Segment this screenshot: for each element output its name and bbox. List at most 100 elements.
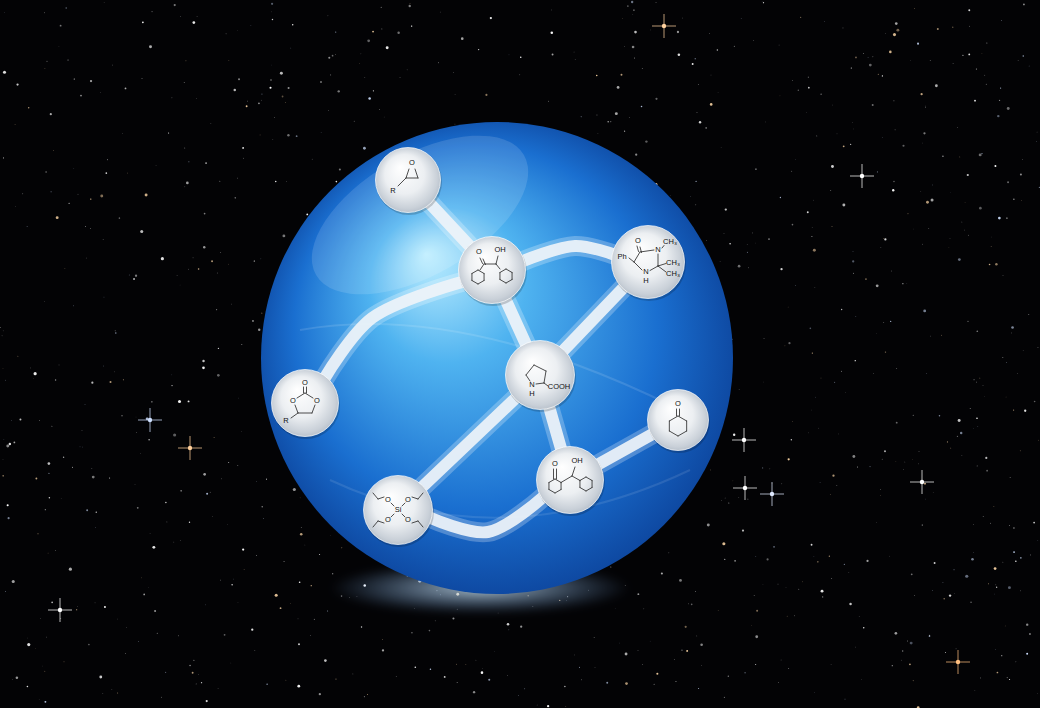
star (202, 366, 205, 369)
star (137, 507, 139, 509)
star (624, 45, 626, 47)
star (1024, 410, 1026, 412)
star (48, 473, 49, 474)
star (27, 643, 30, 646)
star (632, 46, 635, 49)
bond-line (580, 488, 586, 492)
bond-line (391, 514, 394, 517)
star (968, 234, 970, 236)
ball-body (364, 476, 433, 545)
star (873, 373, 875, 375)
star-spike (652, 14, 676, 38)
star (171, 374, 173, 376)
star (552, 54, 554, 56)
star (202, 360, 204, 362)
star (311, 585, 312, 586)
star (813, 556, 815, 558)
star (925, 498, 927, 500)
star (1000, 87, 1001, 88)
star (111, 688, 113, 690)
star (830, 664, 832, 666)
star (924, 483, 926, 485)
bond-line (291, 413, 298, 418)
star (51, 425, 53, 427)
star (2, 475, 3, 476)
star (787, 306, 789, 308)
star (243, 157, 245, 159)
star (520, 626, 522, 628)
star (1022, 159, 1024, 161)
bond-line (572, 467, 575, 476)
star (406, 69, 408, 71)
star (290, 47, 292, 49)
bond-line (579, 481, 580, 488)
star (381, 639, 383, 641)
star (777, 583, 779, 585)
star (724, 559, 725, 560)
star (778, 44, 780, 46)
star (890, 270, 892, 272)
ball-outline (458, 236, 526, 304)
star (414, 666, 416, 668)
bond-line (634, 262, 642, 270)
molecule-ball: OR (375, 147, 441, 213)
star (180, 490, 181, 491)
star (100, 195, 103, 198)
star (85, 257, 87, 259)
star (907, 213, 909, 215)
star (103, 365, 105, 367)
star (4, 11, 6, 13)
star (482, 668, 484, 670)
star (143, 594, 145, 596)
star (653, 683, 655, 685)
star (820, 377, 822, 379)
star (409, 5, 411, 7)
star (959, 156, 961, 158)
star (967, 321, 968, 322)
star (564, 686, 565, 687)
bond-line (676, 409, 677, 416)
star (259, 134, 261, 136)
star (260, 99, 262, 101)
bond-line (549, 479, 555, 483)
star (791, 439, 792, 440)
star (700, 643, 703, 646)
star (490, 17, 492, 19)
tube-group (429, 203, 470, 247)
star (881, 137, 883, 139)
star (139, 453, 141, 455)
star (1030, 554, 1032, 556)
star (619, 642, 621, 644)
star (127, 172, 129, 174)
star (409, 2, 411, 4)
star (382, 649, 384, 651)
star (332, 573, 333, 574)
star (140, 230, 143, 233)
star (681, 649, 682, 650)
star (977, 426, 979, 428)
star (710, 103, 713, 106)
star (889, 555, 891, 557)
star (238, 78, 240, 80)
star (280, 607, 282, 609)
star (965, 575, 968, 578)
star (84, 404, 86, 406)
star (3, 157, 4, 158)
star (86, 509, 88, 511)
bond-line (555, 490, 561, 494)
atom-label: O (385, 496, 391, 504)
star (947, 441, 948, 442)
star (359, 63, 361, 65)
star (852, 260, 854, 262)
star (439, 11, 441, 13)
star (168, 133, 169, 134)
star (625, 653, 628, 656)
bond-line (548, 483, 549, 490)
star (746, 243, 748, 245)
star (102, 693, 104, 695)
star (1028, 314, 1029, 315)
star (914, 595, 916, 597)
star (1002, 356, 1004, 358)
star (866, 560, 868, 562)
star (755, 555, 757, 557)
